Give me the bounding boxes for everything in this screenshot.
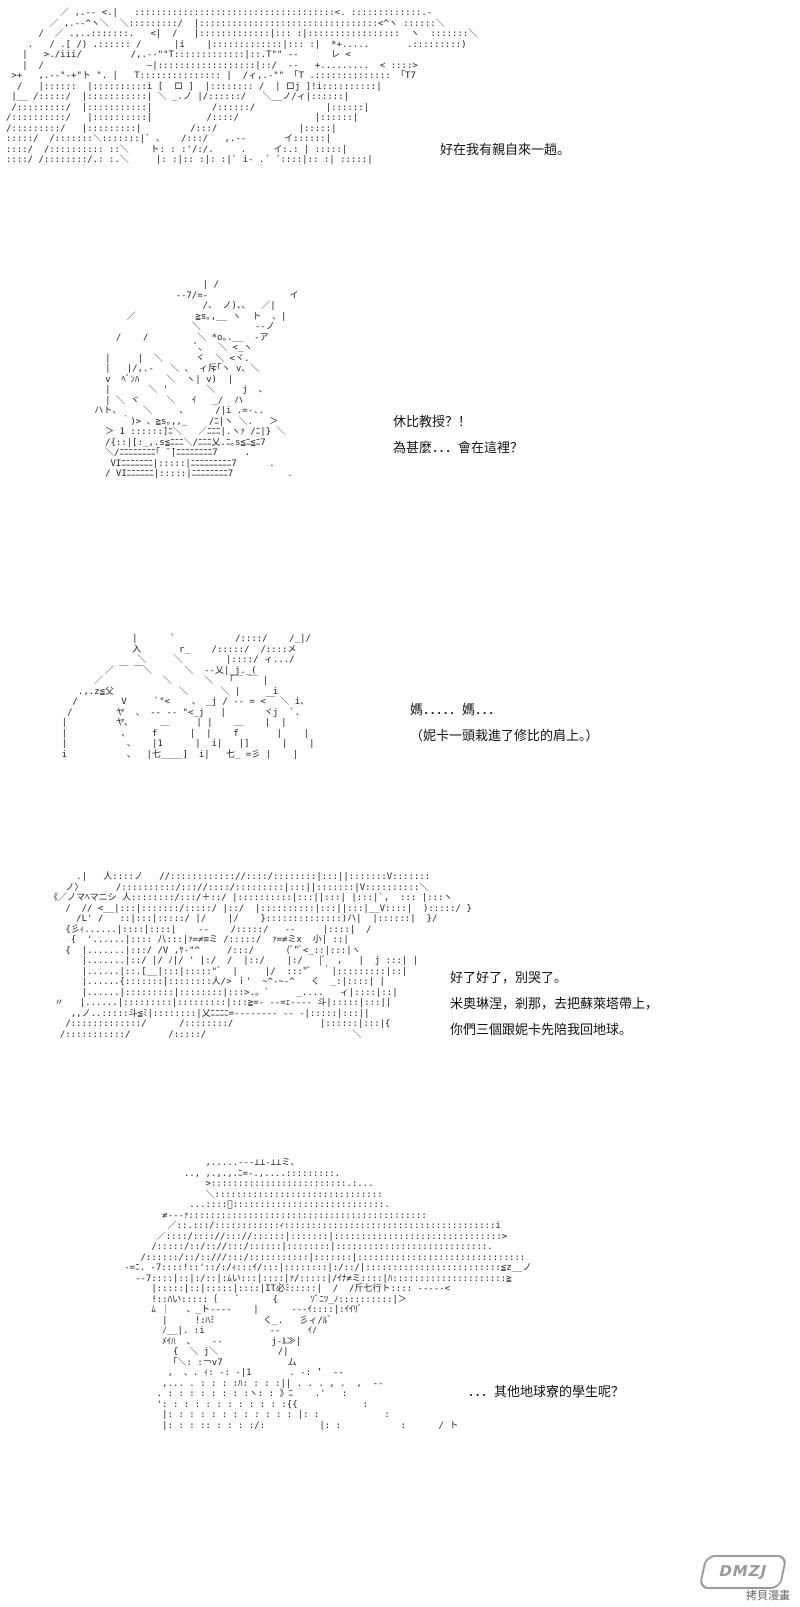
panel-3: | ` /::::/ /_|/ 入 r_ /:::::/ /::::メ ＼ ＼ … bbox=[0, 628, 800, 858]
ascii-art-2: | / ‐‐7/=- イ /、 ノ)、、 ／| ／ ≧s｡,__ ヽ ト 、| … bbox=[94, 280, 299, 479]
dialog-4: 好了好了，別哭了。 米奧琳涅，剎那，去把蘇萊塔帶上， 你們三個跟妮卡先陪我回地球… bbox=[450, 966, 658, 1044]
ascii-art-3: | ` /::::/ /_|/ 入 r_ /:::::/ /::::メ ＼ ＼ … bbox=[61, 634, 315, 760]
panel-2: | / ‐‐7/=- イ /、 ノ)、、 ／| ／ ≧s｡,__ ヽ ト 、| … bbox=[0, 280, 800, 610]
panel-4: .| 人::::ノ //:::::::::::://::::/::::::::|… bbox=[0, 870, 800, 1140]
ascii-art-5: ,.....-‐‐⊥⊥‐⊥⊥ミ、 .., ,.,.,.ﾆ=‐.,....::::… bbox=[124, 1158, 532, 1431]
dialog-1: 好在我有親自來一趟。 bbox=[440, 138, 570, 164]
dialog-line: 米奧琳涅，剎那，去把蘇萊塔帶上， bbox=[450, 997, 659, 1012]
dialog-line: （妮卡一頭栽進了修比的肩上。） bbox=[410, 729, 599, 744]
panel-1: ／ ,.-‐ <.| :::::::::::::::::::::::::::::… bbox=[0, 0, 800, 270]
watermark-logo: DMZJ bbox=[698, 1555, 788, 1589]
dialog-2: 休比教授？！ 為甚麼．．．會在這裡？ bbox=[393, 410, 523, 462]
ascii-art-4: .| 人::::ノ //:::::::::::://::::/::::::::|… bbox=[49, 872, 472, 1040]
panel-5: ,.....-‐‐⊥⊥‐⊥⊥ミ、 .., ,.,.,.ﾆ=‐.,....::::… bbox=[0, 1150, 800, 1607]
dialog-line: 媽．．．．．媽．．． bbox=[410, 703, 502, 718]
dialog-line: 休比教授？！ bbox=[393, 415, 472, 430]
dialog-line: 好了好了，別哭了。 bbox=[450, 971, 568, 986]
dialog-3: 媽．．．．．媽．．． （妮卡一頭栽進了修比的肩上。） bbox=[410, 698, 599, 750]
dialog-line: ．．．其他地球寮的學生呢？ bbox=[468, 1385, 625, 1400]
watermark: DMZJ 拷貝漫畫 bbox=[698, 1553, 794, 1603]
dialog-line: 你們三個跟妮卡先陪我回地球。 bbox=[450, 1023, 633, 1038]
dialog-line: 為甚麼．．．會在這裡？ bbox=[393, 441, 524, 456]
watermark-text: 拷貝漫畫 bbox=[746, 1589, 790, 1602]
dialog-line: 好在我有親自來一趟。 bbox=[440, 143, 571, 158]
dialog-5: ．．．其他地球寮的學生呢？ bbox=[468, 1380, 624, 1406]
ascii-art-1: ／ ,.-‐ <.| :::::::::::::::::::::::::::::… bbox=[6, 8, 478, 165]
